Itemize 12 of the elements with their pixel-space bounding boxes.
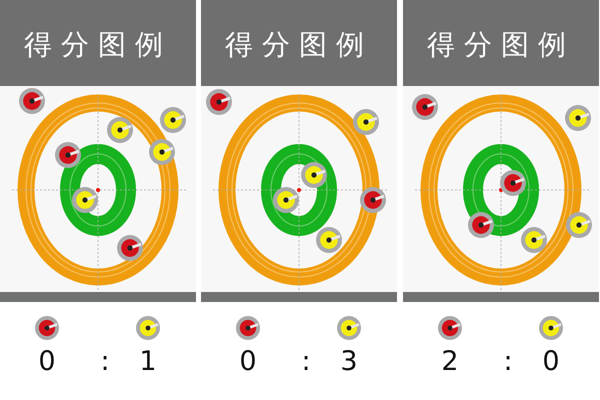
score-number: 1 <box>139 346 157 377</box>
panel-heading: 得分图例 <box>403 0 599 86</box>
score-number: 0 <box>38 346 56 377</box>
score-separator: : <box>301 346 311 377</box>
score-separator: : <box>503 346 513 377</box>
score-separator: : <box>100 346 110 377</box>
score-number: 0 <box>239 346 257 377</box>
score-number: 0 <box>542 346 560 377</box>
panel-heading: 得分图例 <box>0 0 196 86</box>
score-number: 2 <box>441 346 459 377</box>
score-number: 3 <box>340 346 358 377</box>
panel-heading: 得分图例 <box>201 0 397 86</box>
